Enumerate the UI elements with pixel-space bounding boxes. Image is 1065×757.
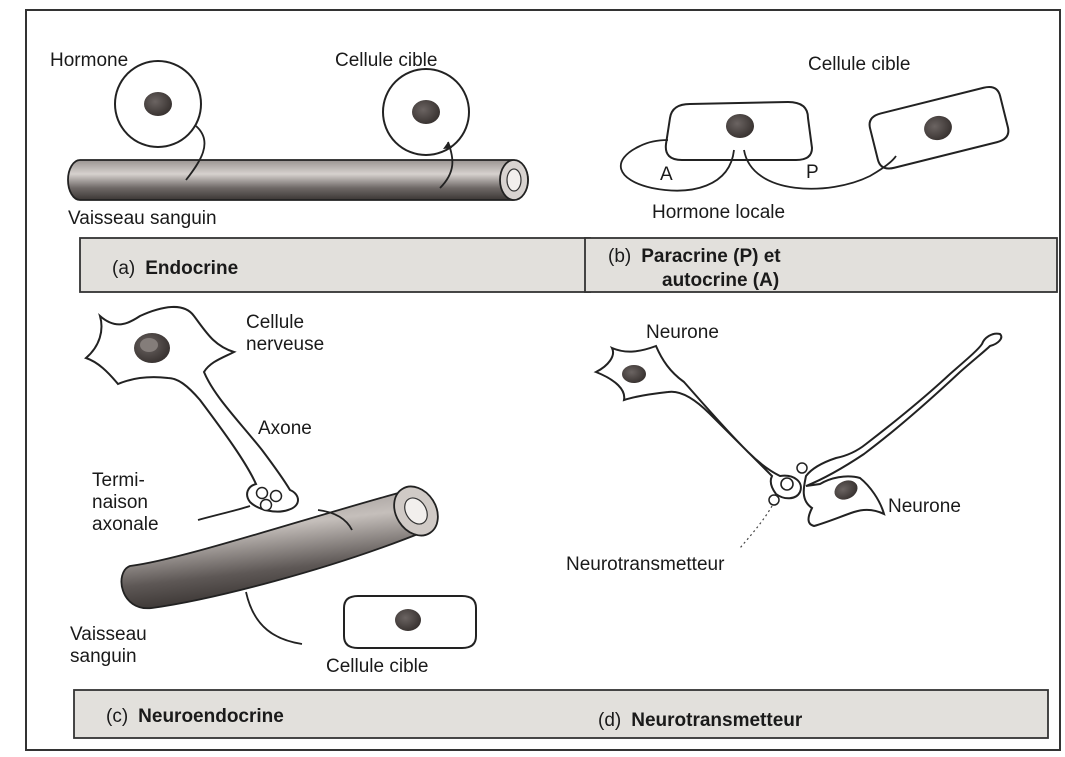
caption-b-line2: autocrine (A) bbox=[662, 270, 779, 291]
neurotransmitter-vesicle bbox=[797, 463, 807, 473]
caption-d-name: Neurotransmetteur bbox=[631, 710, 803, 731]
nucleus bbox=[412, 100, 440, 124]
caption-c-letter: (c) bbox=[106, 706, 128, 727]
label-neurotransmitter: Neurotransmetteur bbox=[566, 554, 725, 575]
label-terminal-2: naison bbox=[92, 492, 148, 513]
caption-b: (b) Paracrine (P) et bbox=[608, 246, 781, 267]
caption-b-letter: (b) bbox=[608, 246, 631, 267]
target-cell-b bbox=[867, 84, 1011, 171]
nucleus bbox=[144, 92, 172, 116]
caption-a: (a) Endocrine bbox=[112, 258, 238, 279]
synaptic-knob bbox=[781, 478, 793, 490]
panel-a-endocrine: Hormone Cellule cible Vaisseau sanguin bbox=[50, 50, 528, 229]
vessel-lumen bbox=[507, 169, 521, 191]
label-nerve-cell-2: nerveuse bbox=[246, 334, 324, 355]
label-vessel-a: Vaisseau sanguin bbox=[68, 208, 217, 229]
vesicle bbox=[271, 491, 282, 502]
label-target-cell-b: Cellule cible bbox=[808, 54, 910, 75]
neurotransmitter-pointer bbox=[740, 506, 772, 548]
label-terminal-1: Termi- bbox=[92, 470, 145, 491]
caption-a-name: Endocrine bbox=[145, 258, 238, 279]
caption-d-letter: (d) bbox=[598, 710, 621, 731]
marker-a: A bbox=[660, 164, 673, 185]
label-neuron-bottom: Neurone bbox=[888, 496, 961, 517]
nucleolus bbox=[140, 338, 158, 352]
panel-b-paracrine: Cellule cible A P Hormone locale bbox=[621, 54, 1011, 223]
label-vessel-c-1: Vaisseau bbox=[70, 624, 147, 645]
nucleus bbox=[726, 114, 754, 138]
panel-d-neurotransmitter: Neurone Neurone Neurotransmetteur bbox=[566, 322, 1001, 575]
caption-b-line1: Paracrine (P) et bbox=[641, 246, 781, 267]
terminal-pointer bbox=[198, 506, 250, 520]
label-target-cell-c: Cellule cible bbox=[326, 656, 428, 677]
label-vessel-c-2: sanguin bbox=[70, 646, 137, 667]
label-axon: Axone bbox=[258, 418, 312, 439]
label-terminal-3: axonale bbox=[92, 514, 159, 535]
label-target-cell-a: Cellule cible bbox=[335, 50, 437, 71]
panel-c-neuroendocrine: Cellule nerveuse Axone Termi- naison axo… bbox=[70, 307, 476, 677]
label-neuron-top: Neurone bbox=[646, 322, 719, 343]
label-local-hormone: Hormone locale bbox=[652, 202, 785, 223]
label-hormone: Hormone bbox=[50, 50, 128, 71]
label-nerve-cell-1: Cellule bbox=[246, 312, 304, 333]
marker-p: P bbox=[806, 162, 819, 183]
vesicle bbox=[261, 500, 272, 511]
caption-c-name: Neuroendocrine bbox=[138, 706, 284, 727]
nucleus bbox=[395, 609, 421, 631]
neurotransmitter-vesicle bbox=[769, 495, 779, 505]
vesicle bbox=[257, 488, 268, 499]
blood-vessel-a bbox=[68, 160, 528, 200]
hormone-to-target-c bbox=[246, 592, 302, 644]
nucleus bbox=[622, 365, 646, 383]
caption-a-letter: (a) bbox=[112, 258, 135, 279]
